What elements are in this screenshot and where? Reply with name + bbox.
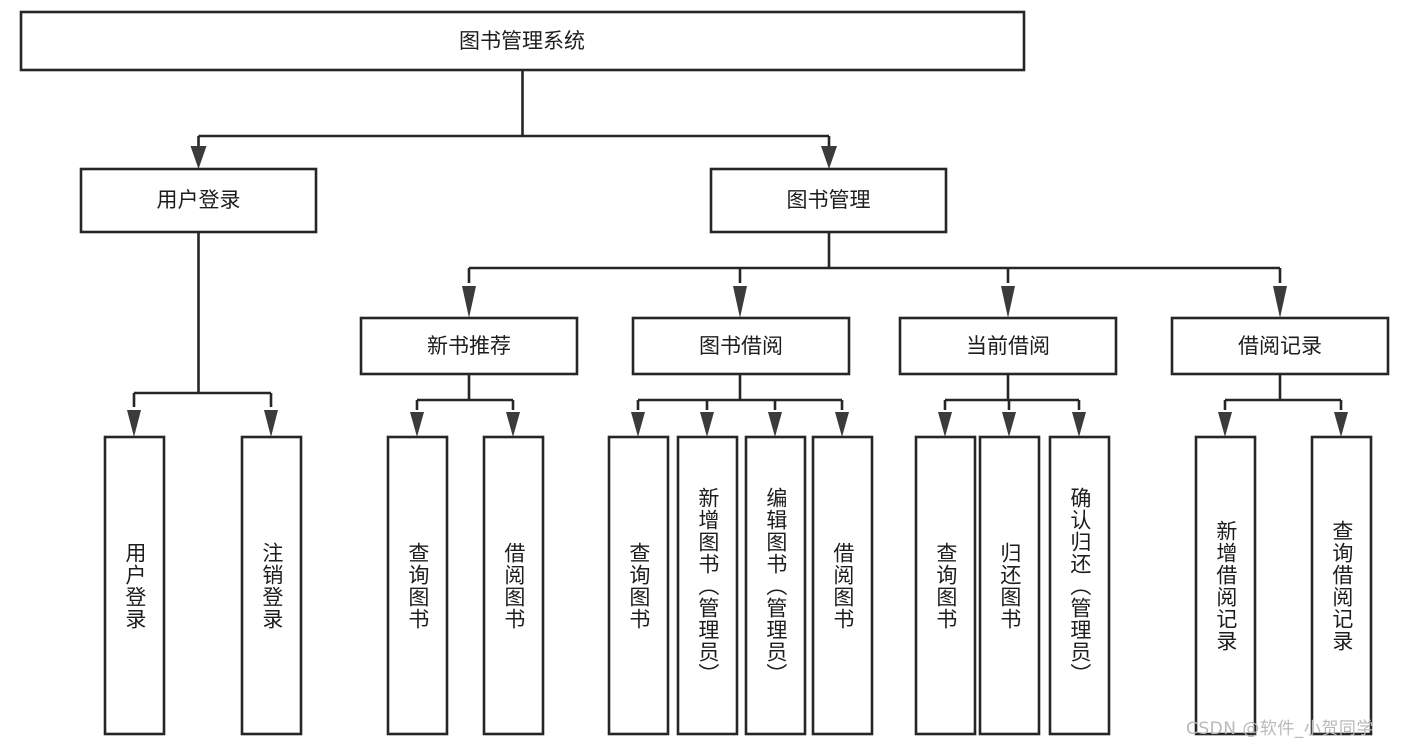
leaf-box-query-borrow-record[interactable] [1310,435,1373,736]
leaf-box-edit-book-admin[interactable] [744,435,807,736]
node-book-borrow-label: 图书借阅 [699,334,783,358]
arrowhead-leaf-borrow-book-1 [506,412,520,437]
leaf-box-add-book-admin[interactable] [676,435,739,736]
node-borrow-record-box[interactable] [1170,316,1390,376]
node-user-login[interactable]: 用户登录 [79,167,318,234]
leaf-box-query-book-1[interactable] [386,435,449,736]
arrowhead-leaf-user-login [127,410,141,437]
arrowhead-user-login [190,146,207,169]
arrowhead-leaf-logout-login [264,410,278,437]
leaf-box-confirm-return-admin[interactable] [1048,435,1111,736]
node-book-manage[interactable]: 图书管理 [709,167,948,234]
node-book-manage-box[interactable] [709,167,948,234]
arrowhead-leaf-query-book-2 [631,412,645,437]
arrowhead-leaf-add-book-admin [700,412,714,437]
node-new-book-recommend[interactable]: 新书推荐 [359,316,579,376]
node-current-borrow[interactable]: 当前借阅 [898,316,1118,376]
leaf-box-borrow-book-2[interactable] [811,435,874,736]
arrowhead-leaf-edit-book-admin [768,412,782,437]
leaf-box-query-book-2[interactable] [607,435,670,736]
node-root[interactable]: 图书管理系统 [19,10,1026,72]
node-book-borrow[interactable]: 图书借阅 [631,316,851,376]
node-root-box[interactable] [19,10,1026,72]
connector-group [127,70,1348,437]
leaf-box-add-borrow-record[interactable] [1194,435,1257,736]
node-borrow-record[interactable]: 借阅记录 [1170,316,1390,376]
arrowhead-leaf-query-borrow-record [1334,412,1348,437]
leaf-box-borrow-book-1[interactable] [482,435,545,736]
leaf-box-return-book[interactable] [978,435,1041,736]
arrowhead-book-manage [821,146,837,169]
arrowhead-leaf-confirm-return [1072,412,1086,437]
arrowhead-borrow-record [1273,286,1287,318]
arrowhead-book-borrow [733,286,747,318]
node-user-login-box[interactable] [79,167,318,234]
node-new-book-recommend-label: 新书推荐 [427,334,511,358]
arrowhead-current-borrow [1001,286,1015,318]
arrowhead-leaf-query-book-1 [410,412,424,437]
node-book-manage-label: 图书管理 [787,188,871,212]
arrowhead-leaf-borrow-book-2 [835,412,849,437]
arrowhead-leaf-add-borrow-record [1218,412,1232,437]
leaf-box-user-login[interactable] [103,435,166,736]
node-user-login-label: 用户登录 [157,188,241,212]
node-book-borrow-box[interactable] [631,316,851,376]
arrowhead-leaf-query-book-3 [938,412,952,437]
csdn-watermark: CSDN @软件_小贺同学 [1186,719,1374,739]
leaf-box-query-book-3[interactable] [914,435,977,736]
leaf-box-logout-login[interactable] [240,435,303,736]
node-current-borrow-box[interactable] [898,316,1118,376]
node-root-label: 图书管理系统 [459,29,585,53]
node-borrow-record-label: 借阅记录 [1238,334,1322,358]
arrowhead-leaf-return-book [1002,412,1016,437]
arrowhead-new-book-recommend [462,286,476,318]
node-new-book-recommend-box[interactable] [359,316,579,376]
node-current-borrow-label: 当前借阅 [966,334,1050,358]
